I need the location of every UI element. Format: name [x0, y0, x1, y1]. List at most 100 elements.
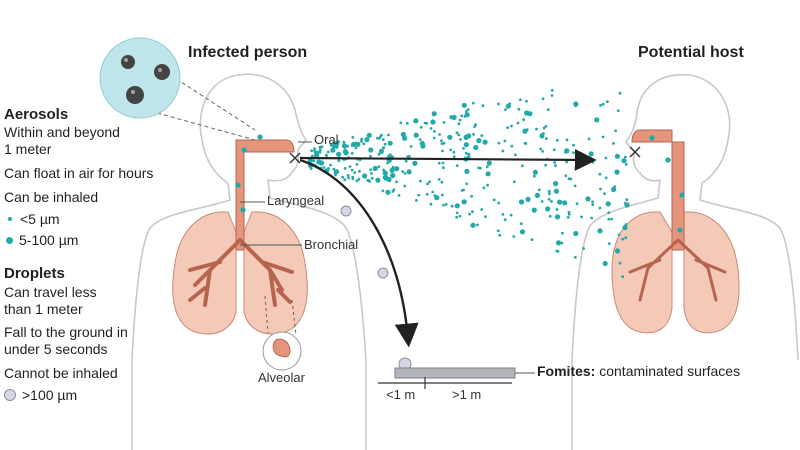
aerosol-particle-small — [525, 128, 529, 132]
aerosol-particle-small — [546, 108, 550, 112]
aerosol-particle-small — [607, 242, 611, 246]
aerosol-particle-small — [604, 156, 608, 160]
legend-medium-aerosol: 5-100 µm — [4, 232, 78, 248]
aerosol-particle-small — [591, 203, 595, 207]
aerosol-particle-small — [472, 133, 475, 136]
aerosol-particle-small — [516, 121, 520, 125]
airway-particle — [677, 227, 683, 233]
aerosol-particle-small — [310, 149, 313, 153]
aerosol-particle-small — [458, 118, 462, 122]
aerosol-particle-medium — [553, 188, 560, 194]
alveolar-inset — [262, 295, 302, 371]
aerosol-particle-small — [466, 108, 470, 111]
aerosol-particle-medium — [486, 160, 492, 166]
aerosol-particle-small — [486, 183, 489, 187]
aerosol-particle-small — [419, 179, 422, 183]
aerosol-particle-small — [440, 139, 443, 143]
aerosol-particle-medium — [319, 160, 325, 166]
aerosol-particle-small — [601, 135, 605, 139]
aerosol-particle-small — [542, 132, 545, 135]
aerosol-particle-small — [313, 150, 317, 154]
aerosol-particle-medium — [461, 102, 467, 108]
droplets-text-2: than 1 meter — [4, 301, 83, 317]
aerosol-particle-small — [348, 165, 352, 168]
aerosol-particle-small — [519, 98, 522, 102]
aerosol-particle-medium — [534, 192, 541, 198]
aerosol-particle-small — [343, 167, 347, 170]
aerosol-particle-small — [409, 145, 413, 148]
aerosol-particle-small — [322, 166, 326, 169]
aerosol-particle-small — [318, 150, 322, 154]
aerosol-particle-small — [426, 182, 429, 186]
aerosol-particle-small — [442, 121, 446, 124]
aerosol-particle-small — [355, 179, 359, 183]
aerosol-particle-small — [624, 223, 628, 226]
aerosol-particle-small — [512, 235, 516, 238]
aerosol-particle-medium — [553, 181, 559, 187]
aerosol-particle-small — [312, 159, 316, 163]
aerosol-particle-small — [544, 125, 548, 128]
aerosol-particle-medium — [406, 169, 412, 175]
aerosol-particle-small — [530, 238, 534, 242]
aerosol-particle-small — [610, 217, 614, 221]
aerosol-particle-medium — [394, 166, 400, 172]
aerosol-particle-medium — [366, 132, 372, 138]
aerosol-particle-medium — [505, 103, 511, 109]
label-alveolar: Alveolar — [258, 370, 305, 385]
aerosol-particle-small — [565, 138, 569, 142]
aerosol-particle-small — [564, 174, 568, 178]
aerosol-particle-medium — [402, 135, 408, 141]
aerosol-particle-small — [351, 136, 355, 139]
aerosol-particle-small — [535, 127, 538, 131]
aerosol-particle-small — [404, 159, 408, 163]
aerosol-particle-small — [621, 237, 625, 241]
aerosol-particle-small — [618, 91, 622, 95]
aerosol-particle-medium — [554, 214, 561, 220]
aerosol-particle-medium — [390, 172, 396, 179]
exhale-point — [289, 146, 641, 164]
aerosol-particle-small — [464, 110, 468, 113]
aerosol-particle-small — [601, 102, 605, 106]
aerosols-text-4: Can be inhaled — [4, 189, 99, 205]
aerosol-particle-small — [387, 154, 391, 158]
aerosol-particle-small — [580, 215, 583, 219]
aerosol-particle-small — [484, 215, 487, 219]
aerosol-particle-small — [524, 142, 528, 145]
aerosol-particle-small — [337, 140, 341, 144]
aerosol-particle-small — [618, 261, 622, 265]
aerosol-particle-small — [606, 100, 609, 103]
aerosol-particle-small — [623, 201, 627, 205]
aerosol-particle-small — [455, 215, 459, 219]
label-oral: Oral — [314, 132, 339, 147]
aerosol-particle-medium — [464, 168, 470, 174]
aerosol-particle-small — [399, 121, 403, 125]
distance-far-label: >1 m — [452, 387, 482, 402]
aerosol-particle-small — [492, 198, 496, 202]
aerosol-particle-small — [497, 201, 501, 205]
aerosol-particle-small — [449, 116, 453, 119]
aerosol-particle-small — [517, 107, 521, 111]
aerosol-particle-small — [310, 154, 314, 158]
infected-person-silhouette — [131, 73, 367, 450]
aerosol-particle-medium — [597, 228, 603, 234]
aerosol-particle-small — [438, 133, 441, 136]
aerosol-particle-small — [425, 121, 428, 125]
aerosol-particle-small — [391, 165, 395, 169]
fomites-label: Fomites: contaminated surfaces — [537, 363, 740, 379]
aerosol-particle-small — [403, 184, 407, 188]
aerosols-text-1: Within and beyond — [4, 124, 120, 140]
aerosol-particle-small — [573, 184, 577, 188]
fomites-bold: Fomites: — [537, 363, 596, 379]
aerosol-particle-small — [607, 217, 611, 221]
aerosol-particle-small — [381, 189, 385, 193]
aerosol-particle-small — [512, 180, 516, 184]
aerosol-particle-medium — [307, 157, 313, 164]
aerosol-particle-small — [591, 160, 595, 164]
infected-lungs — [172, 139, 308, 335]
aerosol-particle-small — [485, 165, 489, 169]
aerosol-particle-small — [624, 155, 627, 159]
aerosol-particle-small — [479, 166, 482, 170]
aerosol-particle-small — [357, 177, 361, 181]
aerosol-particle-small — [401, 170, 405, 173]
